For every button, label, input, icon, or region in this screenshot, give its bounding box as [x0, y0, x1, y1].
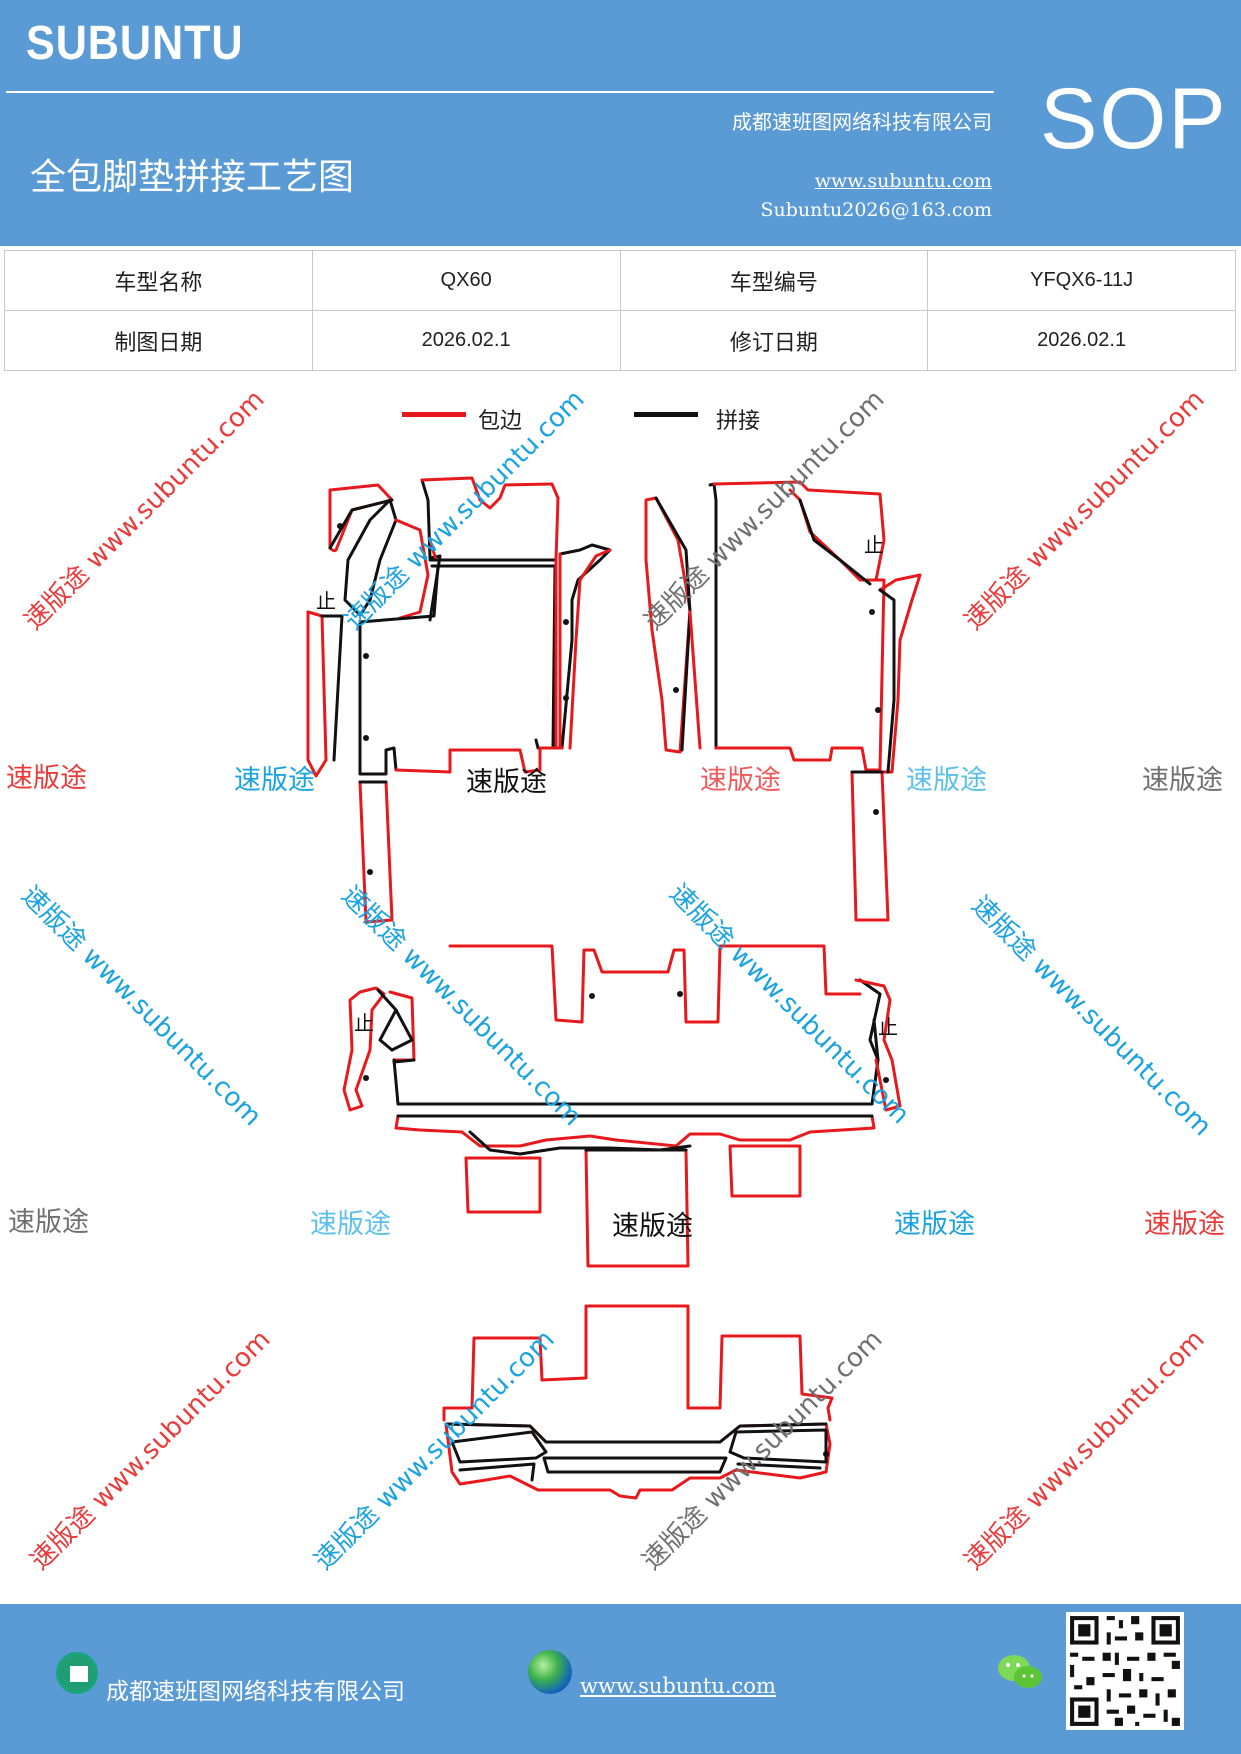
brand-logo: SUBUNTU: [26, 17, 244, 70]
legend-edge-swatch: [402, 412, 466, 417]
label-revise-date: 修订日期: [619, 310, 929, 371]
legend-seam-label: 拼接: [716, 409, 761, 434]
value-revise-date: 2026.02.1: [927, 310, 1236, 371]
vehicle-info-table: 车型名称 QX60 车型编号 YFQX6-11J 制图日期 2026.02.1 …: [4, 250, 1236, 371]
value-model-code: YFQX6-11J: [927, 250, 1236, 311]
stop-marker: 止: [864, 533, 884, 557]
table-row: 制图日期 2026.02.1 修订日期 2026.02.1: [4, 310, 1236, 371]
header-divider: [6, 91, 994, 93]
value-model-name: QX60: [311, 250, 621, 311]
wechat-icon: [998, 1655, 1042, 1688]
value-draw-date: 2026.02.1: [311, 310, 621, 371]
front-right-mat: [644, 480, 922, 922]
stop-marker: 止: [354, 1011, 374, 1035]
page-title: 全包脚垫拼接工艺图: [30, 157, 355, 198]
legend-edge-label: 包边: [478, 409, 523, 434]
sop-badge: SOP: [1040, 71, 1228, 167]
header-website-link[interactable]: www.subuntu.com: [814, 170, 992, 192]
middle-row-mat: [342, 944, 902, 1268]
header-banner: [0, 0, 1241, 246]
footer-company: 成都速班图网络科技有限公司: [106, 1679, 405, 1705]
floor-mat-diagram: 止 止 止 止: [306, 476, 922, 1500]
footer-website-link[interactable]: www.subuntu.com: [580, 1674, 776, 1698]
header-email[interactable]: Subuntu2026@163.com: [760, 199, 992, 221]
stop-marker: 止: [316, 589, 336, 613]
rivet-dots: [337, 523, 889, 1457]
rear-row-mat: [442, 1304, 834, 1500]
label-model-name: 车型名称: [4, 250, 313, 311]
globe-icon: [528, 1650, 572, 1694]
stop-marker: 止: [878, 1015, 898, 1039]
label-model-code: 车型编号: [619, 250, 929, 311]
legend: 包边 拼接: [0, 398, 1241, 438]
front-left-mat: [306, 476, 612, 924]
home-icon: [56, 1652, 98, 1694]
table-row: 车型名称 QX60 车型编号 YFQX6-11J: [4, 250, 1236, 311]
qr-code: [1066, 1612, 1184, 1730]
legend-seam-swatch: [634, 412, 698, 417]
label-draw-date: 制图日期: [4, 310, 313, 371]
header-company: 成都速班图网络科技有限公司: [732, 110, 992, 134]
